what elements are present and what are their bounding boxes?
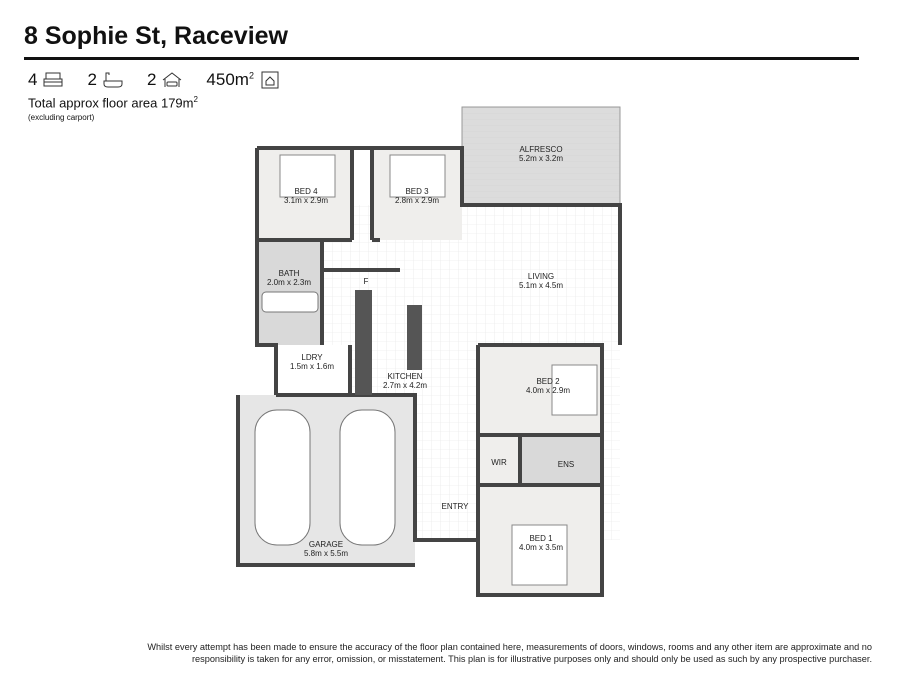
bed4-furniture: [279, 154, 336, 198]
bath-size: 2.0m x 2.3m: [267, 278, 311, 287]
bed1-label: BED 1: [529, 534, 553, 543]
wir-floor: [478, 435, 520, 485]
page-title: 8 Sophie St, Raceview: [24, 22, 288, 50]
land-size: 450m2: [206, 70, 254, 90]
garage-icon: [163, 72, 182, 87]
hall-floor: [322, 240, 462, 290]
bed3-size: 2.8m x 2.9m: [395, 196, 439, 205]
bedrooms-count: 4: [28, 70, 38, 89]
floor-area-unit: 2: [193, 95, 198, 104]
garage-label: GARAGE: [309, 540, 343, 549]
living-size: 5.1m x 4.5m: [519, 281, 563, 290]
kitchen-label: KITCHEN: [387, 372, 422, 381]
bed4-size: 3.1m x 2.9m: [284, 196, 328, 205]
title-divider: [24, 57, 859, 60]
land-icon: [261, 71, 279, 89]
living-label: LIVING: [528, 272, 554, 281]
property-stats: 4 2 2 450m2: [28, 70, 298, 90]
disclaimer: Whilst every attempt has been made to en…: [147, 642, 872, 664]
walls: [236, 146, 622, 597]
bed3-furniture: [389, 154, 446, 198]
wir-label: WIR: [491, 458, 507, 467]
bed2-label: BED 2: [536, 377, 560, 386]
car-left: [254, 409, 311, 546]
bed3-label: BED 3: [405, 187, 429, 196]
bed1-size: 4.0m x 3.5m: [519, 543, 563, 552]
bed-icon: [43, 72, 63, 87]
ens-label: ENS: [558, 460, 574, 469]
floor-area-note: (excluding carport): [28, 113, 95, 122]
kitchen-bench: [355, 290, 372, 395]
kitchen-island: [407, 305, 422, 370]
bath-icon: [103, 72, 123, 88]
alfresco-label: ALFRESCO: [519, 145, 562, 154]
kitchen-size: 2.7m x 4.2m: [383, 381, 427, 390]
fridge-label: F: [364, 277, 369, 286]
bed2-size: 4.0m x 2.9m: [526, 386, 570, 395]
bath-label: BATH: [279, 269, 300, 278]
alfresco-size: 5.2m x 3.2m: [519, 154, 563, 163]
floor-area-label: Total approx floor area 179m: [28, 95, 194, 111]
floor-area: Total approx floor area 179m2: [28, 95, 198, 110]
garage-size: 5.8m x 5.5m: [304, 549, 348, 558]
ldry-floor: [276, 345, 350, 395]
car-right: [339, 409, 396, 546]
bathrooms-count: 2: [87, 70, 97, 89]
ens-floor: [520, 435, 602, 485]
entry-label: ENTRY: [442, 502, 470, 511]
bed4-label: BED 4: [294, 187, 318, 196]
bed2-furniture: [551, 364, 598, 416]
bathtub: [261, 291, 319, 313]
car-spaces-count: 2: [146, 70, 157, 89]
land-size-unit: 2: [248, 70, 254, 81]
alfresco-floor: [461, 106, 621, 206]
bed1-furniture: [511, 524, 568, 586]
ldry-size: 1.5m x 1.6m: [290, 362, 334, 371]
land-size-value: 450m: [206, 70, 249, 89]
ldry-label: LDRY: [301, 353, 323, 362]
